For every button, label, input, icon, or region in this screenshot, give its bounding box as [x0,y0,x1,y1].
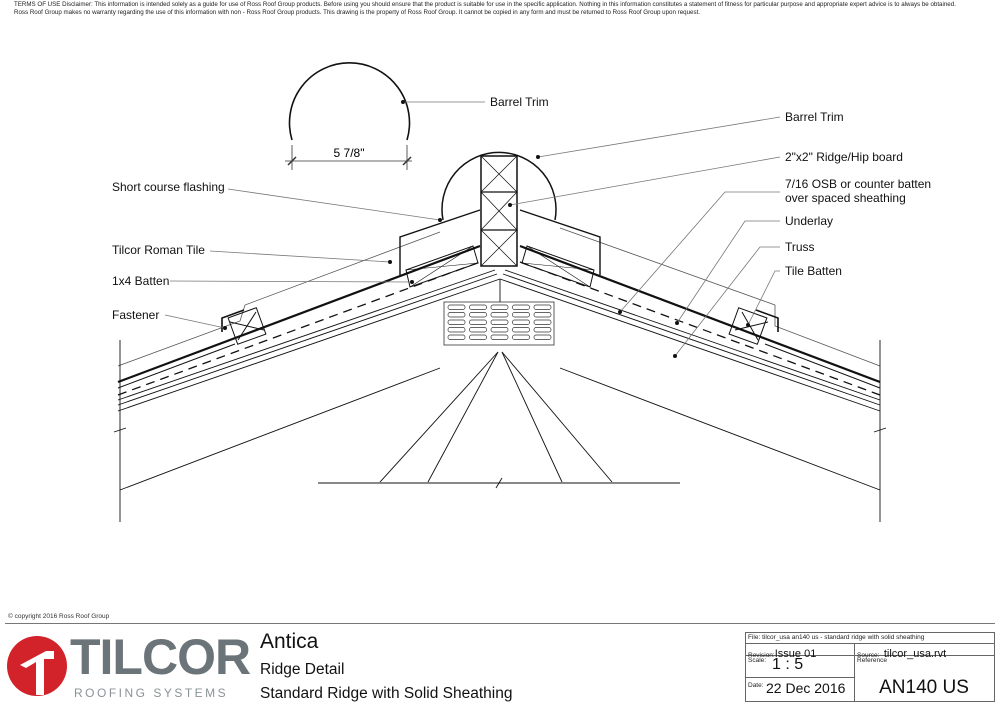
label-barrel-trim: Barrel Trim [785,110,844,124]
vent-slot [490,334,509,340]
disclaimer: TERMS OF USE Disclaimer: This informatio… [14,1,956,16]
date-label: Date: [748,682,764,689]
disclaimer-line-2: Ross Roof Group makes no warranty regard… [14,8,701,16]
scale-value: 1 : 5 [772,656,804,673]
label-underlay: Underlay [785,214,834,228]
source-label: Source: [857,652,880,659]
label-truss: Truss [785,240,815,254]
vent-slot [469,327,487,333]
date-value: 22 Dec 2016 [766,680,846,696]
vent-slot [512,319,530,325]
vent-slot [469,312,487,318]
revision-value: Issue 01 [774,648,817,660]
vent-slot [533,312,552,318]
logo-wordmark: TILCOR [70,629,251,685]
vent-slot [490,319,509,325]
tile-batten-left [221,307,267,345]
reference-value: AN140 US [879,677,969,698]
vent-slot [447,304,466,310]
logo-tagline: ROOFING SYSTEMS [74,686,229,700]
dimension-text: 5 7/8" [334,146,365,160]
vent-slot [469,319,487,325]
copyright: © copyright 2016 Ross Roof Group [8,613,110,620]
reference-label: Reference [857,657,887,664]
vent-slot [533,334,552,340]
ridge-assembly [399,151,601,288]
vent-slot [533,319,552,325]
leader-lines [164,101,781,357]
drawing-description: Standard Ridge with Solid Sheathing [260,685,513,702]
vent-slot [447,334,466,340]
label-roman-tile: Tilcor Roman Tile [112,243,205,257]
revision-label: Revision: [748,652,775,659]
vent-slot [512,334,530,340]
vent-slot [469,304,487,310]
vent-slot [512,312,530,318]
label-ridge-board: 2"x2" Ridge/Hip board [785,150,903,164]
leader-dots [223,100,750,358]
vent-slot [533,304,552,310]
vent-slot [447,319,466,325]
vent-slot [512,327,530,333]
label-1x4-batten: 1x4 Batten [112,274,170,288]
vent-slot [447,312,466,318]
scale-label: Scale: [748,657,767,664]
drawing-title: Antica [260,630,319,653]
file-label: File: [748,634,761,641]
label-tile-batten: Tile Batten [785,264,842,278]
vent-slots [447,304,552,340]
vent-slot [447,327,466,333]
label-osb-1: 7/16 OSB or counter batten [785,177,932,191]
roof-layers [113,227,887,522]
title-block: File: tilcor_usa an140 us - standard rid… [745,632,995,702]
vent-slot [512,304,530,310]
label-short-course-flashing: Short course flashing [112,180,225,194]
dimension-line [285,145,412,170]
vent-slot [490,327,509,333]
file-row: File: tilcor_usa an140 us - standard rid… [748,634,924,641]
disclaimer-line-1: TERMS OF USE Disclaimer: This informatio… [14,1,956,8]
tile-batten-right [728,307,779,345]
ridge-vent [443,301,555,346]
vent-slot [490,312,509,318]
drawing-subtitle: Ridge Detail [260,661,345,678]
file-value: tilcor_usa an140 us - standard ridge wit… [762,634,925,641]
source-value: tilcor_usa.rvt [883,648,947,660]
barrel-trim-profile [288,62,411,141]
vent-slot [469,334,487,340]
vent-slot [490,304,509,310]
label-barrel-trim-detail: Barrel Trim [490,95,549,109]
divider [5,623,995,624]
label-fastener: Fastener [112,308,160,322]
vent-slot [533,327,552,333]
label-osb-2: over spaced sheathing [785,191,906,205]
tilcor-logo-mark-icon [7,636,67,696]
